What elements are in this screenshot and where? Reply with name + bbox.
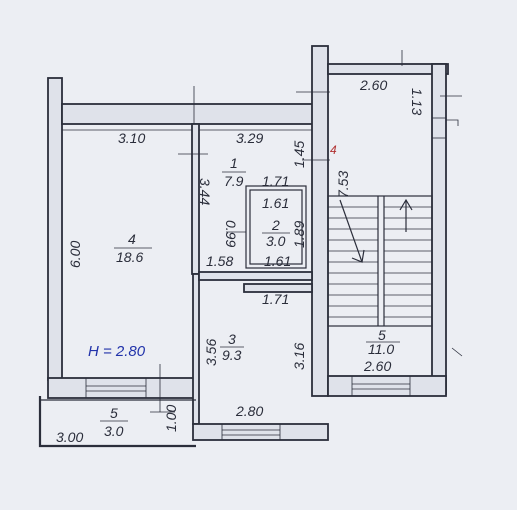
dim-1-45: 1.45 [291,141,307,168]
dim-6-00: 6.00 [67,241,83,268]
stairwell-left-wall [311,45,329,397]
dim-3-16: 3.16 [291,343,307,370]
dimension-labels: 3.10 3.29 2.60 1.13 1.45 1.71 7.53 3.44 … [56,77,425,445]
stairwell-top-wall [327,63,449,75]
dim-1-58: 1.58 [206,253,233,269]
marker-4: 4 [330,143,337,157]
stair-arrows [339,196,413,326]
room-5-number: 5 [110,405,118,421]
dim-1-71-bottom: 1.71 [262,291,289,307]
window-room4 [85,377,147,399]
dim-1-00: 1.00 [163,405,179,432]
room3-bottom-wall [192,423,329,441]
dimension-lines [62,50,463,413]
room-2-number: 2 [271,217,280,233]
room-1-number: 1 [230,155,238,171]
dim-7-53: 7.53 [335,171,351,198]
windows [85,117,447,441]
ceiling-height-label: H = 2.80 [88,343,146,360]
room-2-area: 3.0 [266,233,286,249]
bathroom-walls [245,185,307,269]
stair-5-area: 11.0 [368,341,394,357]
dim-3-29: 3.29 [236,130,263,146]
dim-3-56: 3.56 [203,339,219,366]
dim-1-13: 1.13 [409,88,425,115]
dim-2-60-bottom: 2.60 [363,358,391,374]
dim-1-71-top: 1.71 [262,173,289,189]
room-3-number: 3 [228,331,236,347]
stairwell-right-wall [431,63,447,395]
room-3-area: 9.3 [222,347,242,363]
bathroom-inner [249,189,303,265]
room4-bottom-wall [47,377,197,399]
window-room3 [221,423,281,441]
dim-0-99: 0.99 [223,220,239,247]
staircase [327,195,433,327]
stair-outline [327,195,433,327]
left-outer-wall [47,77,63,381]
room-4-number: 4 [128,231,136,247]
dim-2-60-top: 2.60 [359,77,387,93]
loggia-outline [38,396,196,448]
dim-3-10: 3.10 [118,130,145,146]
window-stairwell-side [431,117,447,139]
room-1-area: 7.9 [224,173,244,189]
room-labels: 1 7.9 2 3.0 3 9.3 4 18.6 5 3.0 5 11.0 [100,155,400,439]
dim-1-61-bottom: 1.61 [264,253,291,269]
dim-2-80: 2.80 [235,403,263,419]
partition-4-3 [192,273,200,425]
dim-1-89: 1.89 [291,221,307,248]
stairwell-bottom-wall [327,375,447,397]
dim-1-61-top: 1.61 [262,195,289,211]
dim-3-44: 3.44 [197,178,213,205]
room-5-area: 3.0 [104,423,124,439]
partition-1-3 [198,271,313,281]
room-4-area: 18.6 [116,249,143,265]
dim-3-00: 3.00 [56,429,83,445]
window-stairwell [351,375,411,397]
stair-5-number: 5 [378,327,386,343]
partition-corridor [243,283,313,293]
top-wall [61,103,317,125]
